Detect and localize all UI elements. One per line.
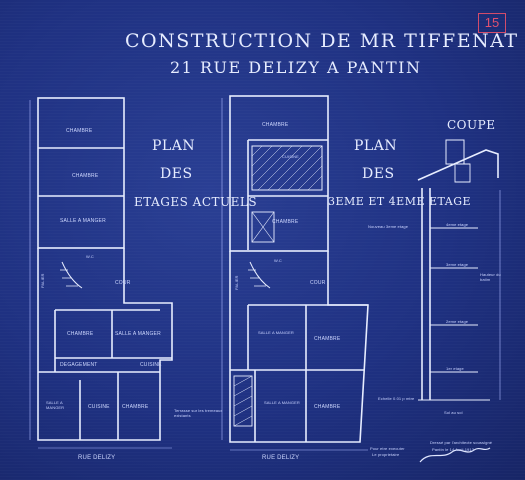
left-room-label-10: CHAMBRE	[122, 404, 149, 410]
right-plan-outline-upper	[229, 95, 329, 252]
section-roof	[417, 149, 499, 181]
section-floor-2: 2eme etage	[446, 319, 469, 324]
section-floor-1: 3eme etage	[446, 262, 469, 267]
left-room-label-8: SALLE A MANGER	[46, 400, 65, 410]
left-plan-lower	[37, 248, 173, 441]
section-note-1: Hauteur du batim	[480, 272, 501, 282]
left-room-label-5: SALLE A MANGER	[115, 331, 161, 337]
left-small-label-0: W.C	[86, 254, 94, 259]
right-room-label-1: CUISINE	[282, 154, 299, 159]
right-plan-note-3: Pour etre executer	[370, 446, 405, 451]
right-room-label-0: CHAMBRE	[262, 122, 289, 128]
left-room-label-2: SALLE A MANGER	[60, 218, 106, 224]
left-room-label-3: COUR	[115, 280, 131, 286]
left-plan-note: Terrasse sur les tremeaux existants	[174, 408, 223, 418]
right-plan-note-2: Echelle 0.01 p mtre	[378, 396, 415, 401]
right-room-label-6: SALLE A MANGER	[264, 400, 300, 405]
left-room-label-6: DEGAGEMENT	[60, 362, 98, 368]
sheet-number-stamp: 15	[478, 13, 506, 33]
section-floor-0: 4eme etage	[446, 222, 469, 227]
footer-date: Pantin le 14 Avril 1913	[432, 447, 475, 452]
right-room-label-4: SALLE A MANGER	[258, 330, 294, 335]
left-plan-heading-1: PLAN	[152, 138, 196, 154]
right-street-label: RUE DELIZY	[262, 455, 300, 461]
left-room-label-0: CHAMBRE	[66, 128, 93, 134]
right-room-label-3: COUR	[310, 280, 326, 286]
title-line-2: 21 RUE DELIZY A PANTIN	[170, 58, 422, 77]
right-room-label-5: CHAMBRE	[314, 336, 341, 342]
right-plan-note-1: Nouveau 3eme etage	[368, 224, 409, 229]
section-heading: COUPE	[447, 118, 496, 132]
section-floor-3: 1er etage	[446, 366, 464, 371]
section-note-2: Sol au sol	[444, 410, 463, 415]
left-room-label-7: CUISINE	[140, 362, 162, 368]
signature	[419, 447, 491, 463]
left-room-label-9: CUISINE	[88, 404, 110, 410]
right-plan-heading-1: PLAN	[354, 138, 398, 154]
right-plan-heading-2: DES	[362, 166, 395, 182]
left-small-label-1: PALIER	[40, 273, 45, 288]
right-small-label-1: W.C	[274, 258, 282, 263]
left-plan-heading-3: ETAGES ACTUELS	[134, 195, 258, 209]
right-room-label-7: CHAMBRE	[314, 404, 341, 410]
left-room-label-4: CHAMBRE	[67, 331, 94, 337]
right-plan-lower	[229, 251, 369, 443]
right-plan-heading-3: 3EME ET 4EME ETAGE	[328, 195, 472, 208]
left-room-label-1: CHAMBRE	[72, 173, 99, 179]
left-plan-outline-upper	[37, 97, 125, 249]
left-street-label: RUE DELIZY	[78, 455, 116, 461]
right-small-label-0: PALIER	[234, 275, 239, 290]
left-plan-heading-2: DES	[160, 166, 193, 182]
footer-note: Dressé par l'architecte soussigné	[430, 440, 493, 445]
right-room-label-2: CHAMBRE	[272, 219, 299, 225]
right-plan-note-4: Le proprietaire	[372, 452, 400, 457]
title-line-1: CONSTRUCTION DE MR TIFFENAT	[125, 30, 519, 52]
